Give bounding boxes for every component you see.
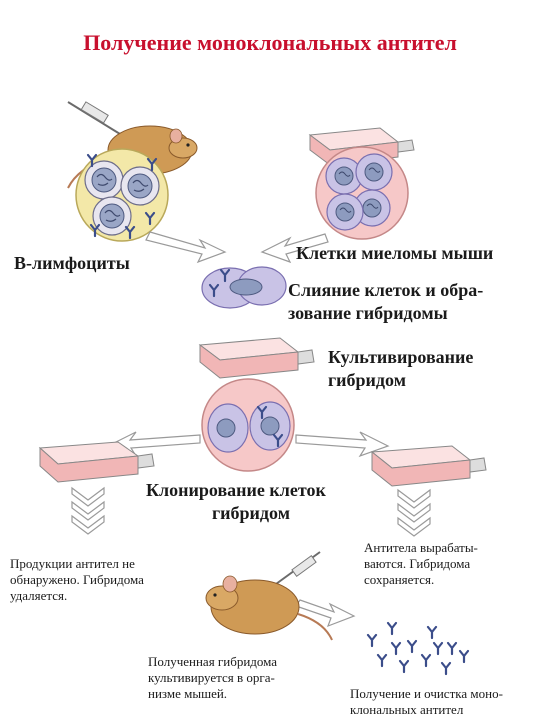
chevron-down-icon bbox=[397, 488, 431, 537]
arrow-icon bbox=[145, 231, 227, 264]
petri-dish-icon bbox=[370, 445, 487, 487]
purification-label-line-1: Получение и очистка моно- bbox=[350, 686, 503, 701]
fusion-label-line-1: Слияние клеток и обра- bbox=[288, 280, 484, 300]
arrow-icon bbox=[260, 233, 329, 264]
myeloma-label: Клетки миеломы мыши bbox=[296, 243, 494, 263]
b-lymphocyte-cells-icon bbox=[75, 148, 169, 242]
hybridoma-culture-icon bbox=[201, 378, 295, 472]
no-antibody-label-line-3: удаляется. bbox=[10, 588, 68, 603]
syringe-icon bbox=[67, 101, 121, 135]
petri-dish-icon bbox=[198, 337, 315, 379]
page-title: Получение моноклональных антител bbox=[83, 30, 457, 55]
purification-label-line-2: клональных антител bbox=[350, 702, 464, 717]
b-lymphocytes-label: В-лимфоциты bbox=[14, 253, 130, 273]
fusion-label-line-2: зование гибридомы bbox=[288, 303, 448, 323]
mouse-culture-label-line-2: культивируется в орга- bbox=[148, 670, 275, 685]
antibody-produced-label-line-3: сохраняется. bbox=[364, 572, 435, 587]
arrow-icon bbox=[295, 431, 390, 458]
chevron-down-icon bbox=[71, 486, 105, 535]
cultivation-label-line-1: Культивирование bbox=[328, 347, 474, 367]
no-antibody-label-line-2: обнаружено. Гибридома bbox=[10, 572, 144, 587]
syringe-icon bbox=[275, 551, 321, 585]
antibodies-icon bbox=[366, 621, 470, 676]
fused-cell-icon bbox=[201, 266, 287, 309]
mouse-culture-label-line-1: Полученная гибридома bbox=[148, 654, 278, 669]
antibody-produced-label-line-2: ваются. Гибридома bbox=[364, 556, 471, 571]
myeloma-cells-icon bbox=[315, 146, 409, 240]
cloning-label-line-1: Клонирование клеток bbox=[146, 480, 326, 500]
arrow-icon bbox=[295, 599, 356, 628]
cultivation-label-line-2: гибридом bbox=[328, 370, 406, 390]
petri-dish-icon bbox=[38, 441, 155, 483]
mouse-icon bbox=[205, 575, 333, 641]
mouse-culture-label-line-3: низме мышей. bbox=[148, 686, 228, 701]
no-antibody-label-line-1: Продукции антител не bbox=[10, 556, 135, 571]
cloning-label-line-2: гибридом bbox=[212, 503, 290, 523]
antibody-produced-label-line-1: Антитела вырабаты- bbox=[364, 540, 478, 555]
